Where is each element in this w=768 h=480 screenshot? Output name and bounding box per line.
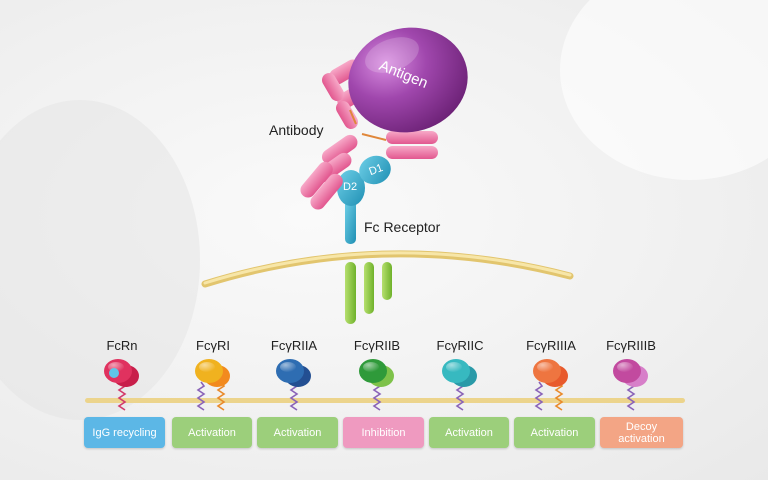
fc-receptor-shape xyxy=(337,155,391,244)
receptor-icons xyxy=(104,359,648,411)
function-label: Inhibition xyxy=(361,426,406,439)
receptor-icon-fcgriiib xyxy=(613,359,648,411)
function-box-fcgriiib: Decoy activation xyxy=(600,417,683,448)
function-label: Activation xyxy=(445,426,493,439)
receptor-icon-fcgriic xyxy=(442,359,477,411)
fc-receptor-label: Fc Receptor xyxy=(364,219,441,235)
function-label: Activation xyxy=(530,426,579,439)
d2-label: D2 xyxy=(343,181,358,193)
receptor-name-fcgriiia: FcγRIIIA xyxy=(526,338,576,353)
cell-membrane-highlight xyxy=(203,251,572,285)
d2-domain xyxy=(337,170,365,206)
d1-domain xyxy=(359,155,391,185)
receptor-icon-fcgriib xyxy=(359,359,394,411)
receptor-name-fcgriib: FcγRIIB xyxy=(353,338,401,353)
background-shade xyxy=(0,100,200,420)
receptor-name-fcgriia: FcγRIIA xyxy=(270,338,318,353)
function-box-fcgriic: Activation xyxy=(429,417,509,448)
receptor-icon-fcgriia xyxy=(276,359,311,411)
function-label: Activation xyxy=(273,426,322,439)
receptor-icon-fcrn xyxy=(104,359,139,411)
antibody-label: Antibody xyxy=(269,122,324,138)
background-glow xyxy=(560,0,768,180)
lower-membrane xyxy=(85,398,685,403)
function-box-fcgriib: Inhibition xyxy=(343,417,424,448)
receptor-name-fcgri: FcγRI xyxy=(196,338,230,353)
receptor-name-fcrn: FcRn xyxy=(106,338,138,353)
function-box-fcgriia: Activation xyxy=(257,417,338,448)
function-box-fcrn: IgG recycling xyxy=(84,417,165,448)
function-box-fcgri: Activation xyxy=(172,417,252,448)
function-label: Activation xyxy=(188,426,236,439)
antigen-shape xyxy=(348,27,468,133)
function-label: Decoy activation xyxy=(618,420,665,445)
receptor-icon-fcgri xyxy=(195,359,230,411)
transmembrane-segments xyxy=(345,262,392,324)
function-box-fcgriiia: Activation xyxy=(514,417,595,448)
receptor-name-fcgriiib: FcγRIIIB xyxy=(606,338,656,353)
receptor-name-fcgriic: FcγRIIC xyxy=(436,338,484,353)
function-label: IgG recycling xyxy=(92,426,157,439)
receptor-icon-fcgriiia xyxy=(533,359,568,411)
